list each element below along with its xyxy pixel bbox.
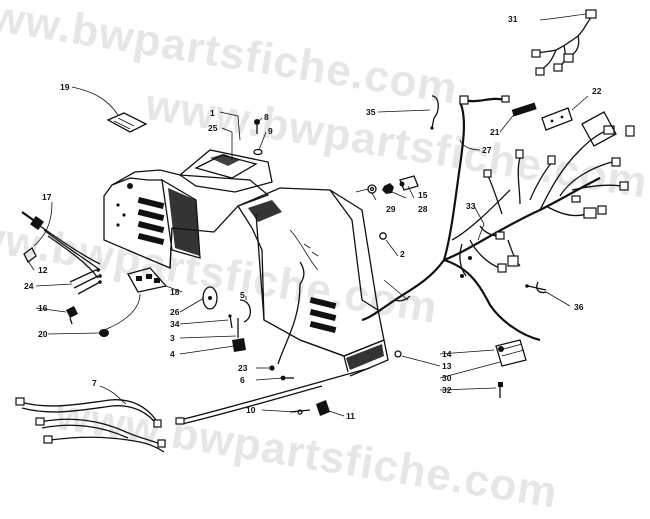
part-26-bracket: [202, 286, 218, 310]
part-23-nut: [269, 365, 275, 371]
callout-9: 9: [268, 126, 273, 136]
callout-36: 36: [574, 302, 584, 312]
callout-8: 8: [264, 112, 269, 122]
part-14-bolt: [498, 346, 504, 352]
callout-7: 7: [92, 378, 97, 388]
part-24-wire-leads: [69, 268, 102, 295]
callout-17: 17: [42, 192, 52, 202]
part-1-console-housing: [103, 169, 270, 269]
part-29-washer: [367, 184, 377, 194]
callout-13: 13: [442, 361, 452, 371]
part-25-top-panel: [178, 149, 273, 193]
callout-35: 35: [366, 107, 376, 117]
callout-23: 23: [238, 363, 248, 373]
callout-1: 1: [210, 108, 215, 118]
part-4-mount-bracket: [232, 338, 246, 352]
part-13-washer: [394, 350, 402, 358]
part-32-bolt: [498, 382, 503, 398]
right-console-housing: [237, 187, 389, 377]
callout-24: 24: [24, 281, 34, 291]
callout-31: 31: [508, 14, 518, 24]
part-28-nut: [382, 183, 394, 194]
part-36-clip: [525, 281, 547, 294]
parts-diagram: 1 2 3 4 5 6 7 8 9 10 11 12 13 14 15 16 1…: [15, 9, 635, 453]
part-15-light: [399, 175, 419, 191]
part-6-screw: [280, 375, 294, 381]
part-18-switch-panel: [127, 267, 168, 293]
part-11-switch: [316, 400, 330, 416]
part-17-key-switch: [21, 211, 101, 279]
part-12-clip: [23, 247, 37, 263]
callout-12: 12: [38, 265, 48, 275]
callout-34: 34: [170, 319, 180, 329]
callout-30: 30: [442, 373, 452, 383]
callout-10: 10: [246, 405, 256, 415]
callout-19: 19: [60, 82, 70, 92]
callout-18: 18: [170, 287, 180, 297]
callout-32: 32: [442, 385, 452, 395]
part-30-regulator: [495, 339, 527, 367]
part-20-grommet: [99, 329, 109, 337]
part-8-screw: [254, 119, 260, 134]
callout-14: 14: [442, 349, 452, 359]
callout-16: 16: [38, 303, 48, 313]
leader-lines: [25, 13, 589, 417]
part-16-connector: [66, 306, 78, 325]
part-5-cable-bracket: [239, 299, 251, 323]
callout-5: 5: [240, 290, 245, 300]
callout-4: 4: [170, 349, 175, 359]
callout-21: 21: [490, 127, 500, 137]
part-27-main-harness: [361, 95, 635, 342]
callout-15: 15: [418, 190, 428, 200]
callout-2: 2: [400, 249, 405, 259]
part-21-sleeve: [511, 102, 537, 117]
part-35-clip: [430, 95, 439, 130]
callout-33: 33: [466, 201, 476, 211]
throttle-cable: [175, 261, 371, 425]
callout-20: 20: [38, 329, 48, 339]
part-2-grommet: [379, 232, 387, 240]
part-22-plate: [541, 107, 573, 131]
callout-27: 27: [482, 145, 492, 155]
part-19-lens: [106, 112, 148, 133]
callout-29: 29: [386, 204, 396, 214]
callout-22: 22: [592, 86, 602, 96]
callout-labels: 1 2 3 4 5 6 7 8 9 10 11 12 13 14 15 16 1…: [24, 14, 602, 421]
callout-6: 6: [240, 375, 245, 385]
part-9-washer: [253, 148, 263, 156]
part-31-harness: [531, 9, 597, 76]
callout-26: 26: [170, 307, 180, 317]
callout-25: 25: [208, 123, 218, 133]
callout-3: 3: [170, 333, 175, 343]
callout-28: 28: [418, 204, 428, 214]
part-34-screw: [228, 314, 233, 329]
part-7-harness: [15, 397, 166, 453]
callout-11: 11: [346, 411, 355, 421]
